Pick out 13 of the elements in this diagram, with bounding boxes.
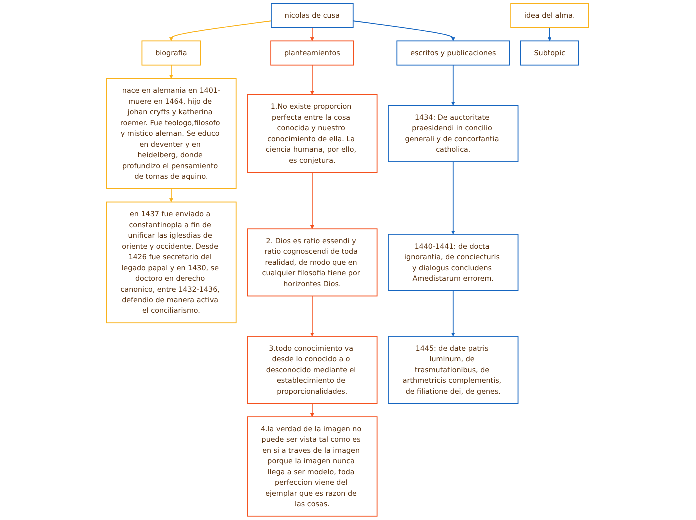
arrow [310,296,315,337]
arrow [452,290,456,337]
arrow [310,403,315,418]
arrow [170,64,174,79]
arrow [310,172,315,230]
arrow [548,27,552,42]
arrow [353,20,456,42]
arrow [170,188,174,202]
arrow [310,27,315,42]
arrow [452,64,456,106]
arrow [310,64,315,96]
arrow [452,162,456,235]
arrow [170,20,272,42]
